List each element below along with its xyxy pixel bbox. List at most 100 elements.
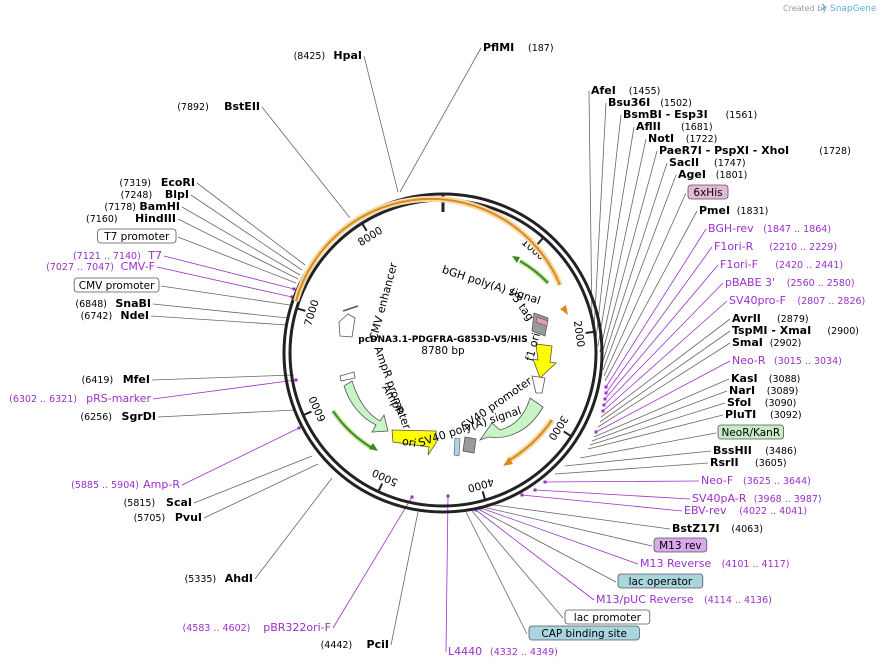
site-label-avrii[interactable]: AvrII(2879) — [732, 312, 809, 325]
site-label-nari[interactable]: NarI (3089) — [729, 384, 798, 397]
primer-label-sv40pro-f[interactable]: SV40pro-F(2807 .. 2826) — [729, 294, 865, 307]
site-label-bsshii[interactable]: BssHII(3486) — [713, 444, 797, 457]
primer-label-f1ori-f[interactable]: F1ori-F(2420 .. 2441) — [720, 258, 843, 271]
primer-label-pbabe-3[interactable]: pBABE 3'(2560 .. 2580) — [725, 276, 855, 289]
site-label-bsteii[interactable]: BstEII(7892) — [177, 100, 260, 113]
label-pos-bsteii: (7892) — [177, 102, 209, 113]
primer-label-amp-r[interactable]: Amp-R(5885 .. 5904) — [71, 478, 180, 491]
site-label-pvui[interactable]: PvuI(5705) — [134, 511, 202, 524]
site-label-bsmbi-esp3i[interactable]: BsmBI - Esp3I(1561) — [623, 108, 757, 121]
feature-box-label-t7-promoter: T7 promoter — [103, 231, 170, 243]
site-label-pflmi[interactable]: PflMI(187) — [483, 41, 554, 54]
primer-label-cmv-f[interactable]: CMV-F(7027 .. 7047) — [46, 260, 155, 273]
feature-box-6xhis[interactable]: 6xHis — [687, 184, 729, 200]
label-pos-agei: (1801) — [716, 170, 748, 181]
label-pos-t7: (7121 .. 7140) — [73, 251, 141, 262]
site-label-smai[interactable]: SmaI(2902) — [732, 336, 801, 349]
label-pos-pvui: (5705) — [134, 513, 166, 524]
leader-bamhi — [181, 206, 301, 276]
label-name-amp-r: Amp-R — [143, 478, 180, 491]
leader-neo-r — [595, 360, 731, 433]
site-label-snabi[interactable]: SnaBI(6848) — [75, 297, 151, 310]
site-label-sgrdi[interactable]: SgrDI(6256) — [80, 410, 156, 423]
site-label-agei[interactable]: AgeI(1801) — [678, 168, 747, 181]
tick-label-2000: 2000 — [571, 320, 587, 348]
site-label-kasi[interactable]: KasI(3088) — [731, 372, 800, 385]
feature-box-m13-rev[interactable]: M13 rev — [653, 537, 708, 553]
primer-label-l4440[interactable]: L4440(4332 .. 4349) — [448, 645, 558, 658]
leader-lac-operator — [477, 508, 617, 583]
leader-ndei — [150, 315, 288, 326]
primer-label-pbr322ori-f[interactable]: pBR322ori-F(4583 .. 4602) — [183, 621, 331, 634]
site-label-afei[interactable]: AfeI(1455) — [591, 84, 660, 97]
leader-avrii — [600, 318, 731, 418]
feature-neor-kanr — [478, 397, 544, 441]
feature-box-lac-operator[interactable]: lac operator — [617, 573, 704, 589]
label-name-nari: NarI — [729, 384, 755, 397]
primer-mark-sv40pa-r — [533, 488, 537, 492]
site-label-hindiii[interactable]: HindIII(7160) — [86, 212, 176, 225]
label-pos-m13-reverse: (4101 .. 4117) — [722, 559, 790, 570]
label-name-noti: NotI — [648, 132, 674, 145]
primer-label-m13-puc-reverse[interactable]: M13/pUC Reverse(4114 .. 4136) — [596, 593, 772, 606]
primer-mark-sv40pro-f — [601, 409, 605, 413]
label-name-pluti: PluTI — [725, 408, 756, 421]
primer-mark-f1ori-r — [604, 391, 608, 395]
site-label-blpi[interactable]: BlpI(7248) — [121, 188, 189, 201]
site-label-sacii[interactable]: SacII(1747) — [669, 156, 746, 169]
primer-label-f1ori-r[interactable]: F1ori-R(2210 .. 2229) — [714, 240, 837, 253]
leader-hindiii — [177, 218, 299, 280]
feature-box-bg-cmv-promoter — [73, 277, 160, 293]
site-label-bamhi[interactable]: BamHI(7178) — [104, 200, 180, 213]
label-pos-noti: (1722) — [686, 134, 718, 145]
feature-f1-ori — [532, 343, 557, 379]
feature-box-cap-binding-site[interactable]: CAP binding site — [528, 625, 640, 641]
site-label-noti[interactable]: NotI (1722) — [648, 132, 717, 145]
site-label-hpai[interactable]: HpaI(8425) — [294, 49, 362, 62]
leader-ebv-rev — [521, 494, 683, 512]
primer-label-neo-f[interactable]: Neo-F(3625 .. 3644) — [701, 474, 811, 487]
feature-box-cmv-promoter[interactable]: CMV promoter — [73, 277, 160, 293]
leader-ahdi — [254, 477, 333, 580]
site-label-mfei[interactable]: MfeI(6419) — [82, 373, 150, 386]
feature-box-t7-promoter[interactable]: T7 promoter — [97, 228, 177, 244]
green-arc-left-arrow — [369, 443, 378, 451]
label-name-bstz17i: BstZ17I — [672, 522, 720, 535]
label-name-pcii: PciI — [367, 638, 389, 651]
primer-label-sv40pa-r[interactable]: SV40pA-R(3968 .. 3987) — [692, 492, 822, 505]
label-pos-nari: (3089) — [767, 386, 799, 397]
site-label-paer7i-pspxi-xhoi[interactable]: PaeR7I - PspXI - XhoI(1728) — [659, 144, 851, 157]
primer-label-m13-reverse[interactable]: M13 Reverse(4101 .. 4117) — [640, 557, 789, 570]
label-pos-l4440: (4332 .. 4349) — [490, 647, 558, 658]
site-label-pluti[interactable]: PluTI(3092) — [725, 408, 802, 421]
site-label-sfoi[interactable]: SfoI(3090) — [727, 396, 796, 409]
feature-box-lac-promoter[interactable]: lac promoter — [564, 609, 651, 625]
feature-ampr-promoter — [339, 371, 356, 382]
label-pos-sv40pro-f: (2807 .. 2826) — [797, 296, 865, 307]
site-label-bstz17i[interactable]: BstZ17I(4063) — [672, 522, 763, 535]
green-arcs — [330, 256, 550, 451]
leader-cmv-promoter — [160, 285, 291, 306]
site-label-ecori[interactable]: EcoRI(7319) — [119, 176, 195, 189]
feature-box-neor-kanr[interactable]: NeoR/KanR — [717, 424, 784, 440]
label-name-sv40pa-r: SV40pA-R — [692, 492, 747, 505]
site-label-aflii[interactable]: AflII(1681) — [636, 120, 713, 133]
leader-pcii — [390, 511, 419, 646]
primer-label-neo-r[interactable]: Neo-R(3015 .. 3034) — [732, 354, 842, 367]
green-arc-right-arrow — [512, 256, 520, 263]
site-label-pmei[interactable]: PmeI(1831) — [699, 204, 768, 217]
primer-label-ebv-rev[interactable]: EBV-rev(4022 .. 4041) — [684, 504, 807, 517]
site-label-tspmi-xmai[interactable]: TspMI - XmaI(2900) — [732, 324, 859, 337]
primer-label-prs-marker[interactable]: pRS-marker(6302 .. 6321) — [9, 392, 151, 405]
primer-label-t7[interactable]: T7(7121 .. 7140) — [73, 249, 162, 262]
site-label-rsrii[interactable]: RsrII(3605) — [710, 456, 787, 469]
primer-label-bgh-rev[interactable]: BGH-rev(1847 .. 1864) — [708, 222, 831, 235]
site-label-ahdi[interactable]: AhdI(5335) — [185, 572, 253, 585]
label-name-mfei: MfeI — [123, 373, 150, 386]
site-label-ndei[interactable]: NdeI(6742) — [81, 309, 149, 322]
site-label-bsu36i[interactable]: Bsu36I(1502) — [608, 96, 692, 109]
leader-ecori — [196, 182, 306, 266]
site-label-scai[interactable]: ScaI(5815) — [124, 496, 192, 509]
leader-6xhis — [603, 192, 687, 377]
site-label-pcii[interactable]: PciI(4442) — [321, 638, 389, 651]
